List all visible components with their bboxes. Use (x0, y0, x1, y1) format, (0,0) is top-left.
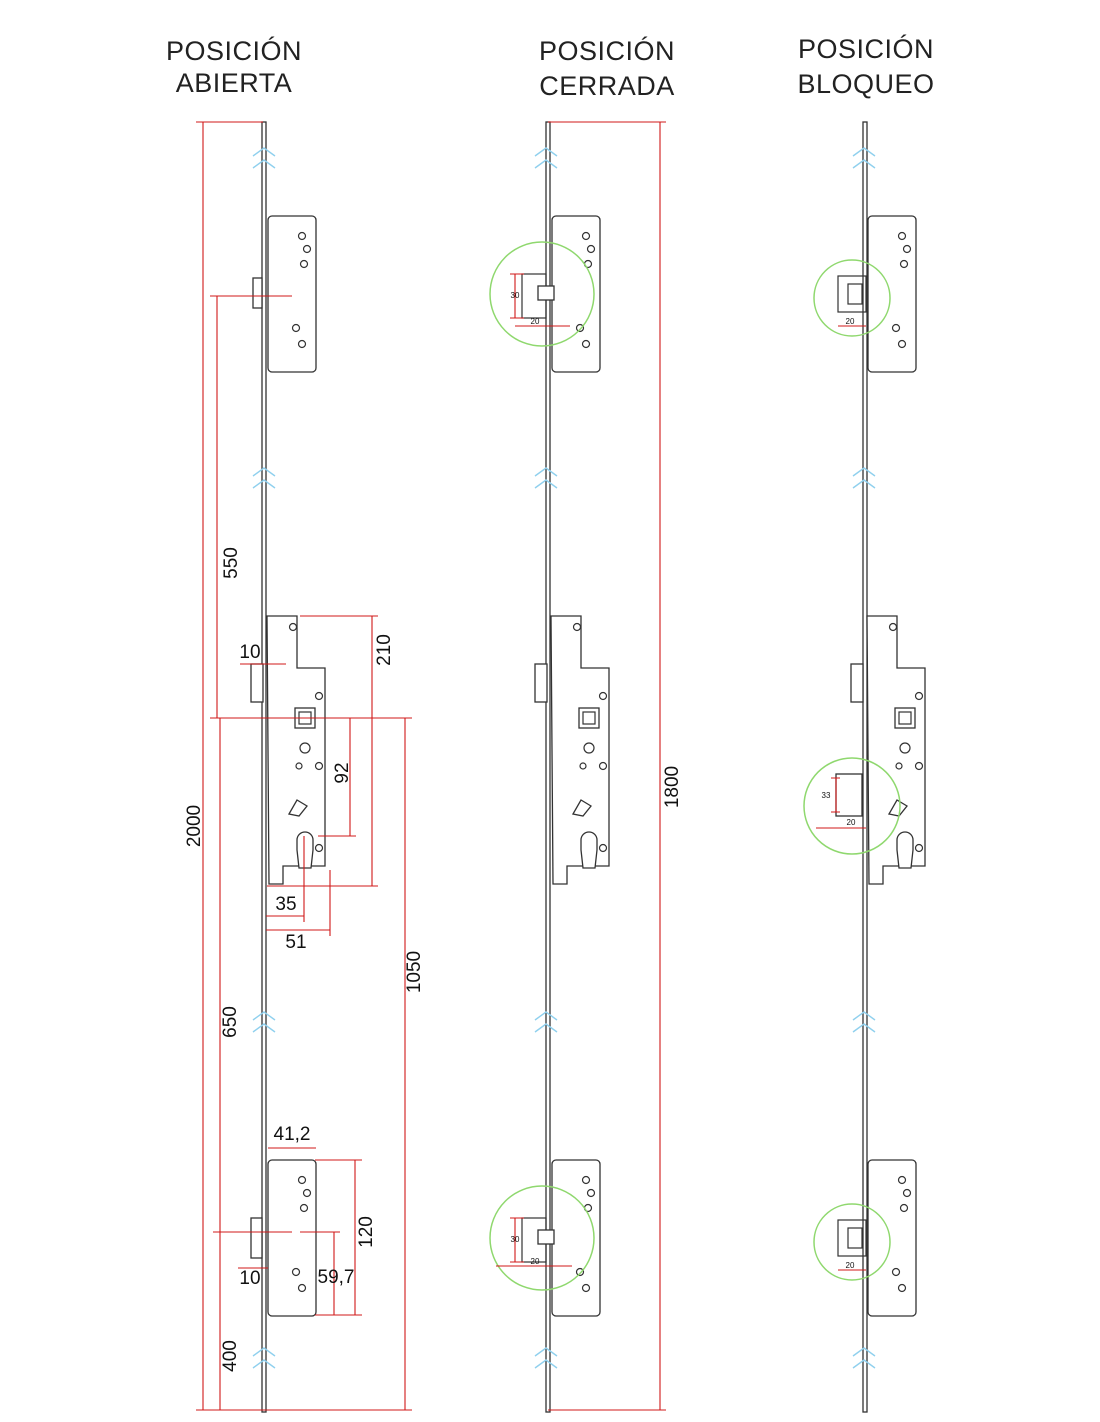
highlight-lower-locked (813, 1203, 891, 1281)
detail-closed-bottom-h: 30 (511, 1235, 520, 1244)
dim-latch-offset: 10 (239, 642, 260, 663)
dim-total-height: 2000 (184, 805, 205, 847)
main-lock-case-locked (866, 615, 926, 885)
deadbolt-locked (835, 773, 863, 817)
dim-upper-spacing: 550 (221, 547, 242, 579)
locked-dimension-lines (816, 325, 866, 1271)
detail-locked-bottom-w: 20 (846, 1261, 855, 1270)
detail-locked-mid-h: 33 (822, 791, 831, 800)
highlight-middle-locked (803, 757, 901, 855)
upper-hook-case-closed (551, 215, 601, 373)
title-locked-line1: POSICIÓN (798, 33, 934, 64)
main-latch-locked (850, 663, 864, 703)
title-closed-line2: CERRADA (539, 71, 675, 101)
lower-hook-case-closed (551, 1159, 601, 1317)
upper-hook-bolt-locked (837, 275, 867, 313)
main-lock-case-closed (550, 615, 610, 885)
dim-hook-width: 41,2 (274, 1124, 311, 1145)
main-latch-closed (534, 663, 548, 703)
lower-hook-case (267, 1159, 317, 1317)
upper-hook-bolt (252, 277, 263, 309)
dim-bottom-offset: 400 (220, 1340, 241, 1372)
dim-case-top: 210 (374, 634, 395, 666)
dim-hook-offset: 59,7 (318, 1267, 355, 1288)
dim-hook-case-height: 120 (356, 1216, 377, 1248)
faceplate-open (261, 121, 267, 1413)
locked-position-lock: 20 33 20 20 (803, 121, 926, 1413)
main-latch (250, 663, 264, 703)
title-open-line2: ABIERTA (176, 68, 293, 98)
dim-handle-height: 1050 (404, 951, 425, 993)
lower-hook-bolt-locked (837, 1219, 867, 1257)
dim-case-depth: 51 (285, 932, 306, 953)
detail-closed-top-w: 20 (531, 317, 540, 326)
highlight-lower-closed (489, 1185, 595, 1291)
open-position-lock: 2000 550 650 400 1050 210 92 10 35 51 41… (184, 121, 425, 1413)
lower-hook-case-locked (867, 1159, 917, 1317)
dim-lower-spacing: 650 (220, 1006, 241, 1038)
detail-locked-mid-w: 20 (847, 818, 856, 827)
dim-backset: 35 (275, 894, 296, 915)
title-locked-line2: BLOQUEO (797, 69, 934, 99)
detail-locked-top-w: 20 (846, 317, 855, 326)
detail-closed-bottom-w: 20 (531, 1257, 540, 1266)
dim-closed-length: 1800 (662, 766, 683, 808)
dim-hook-latch: 10 (239, 1268, 260, 1289)
title-closed-line1: POSICIÓN (539, 35, 675, 66)
title-open-line1: POSICIÓN (166, 35, 302, 66)
detail-closed-top-h: 30 (511, 291, 520, 300)
upper-hook-case (267, 215, 317, 373)
highlight-upper-closed (489, 241, 595, 347)
open-dimension-lines (196, 121, 412, 1411)
faceplate-locked (862, 121, 868, 1413)
highlight-upper-locked (813, 259, 891, 337)
closed-position-lock: 1800 30 20 30 20 (489, 121, 683, 1413)
main-lock-case (266, 615, 326, 885)
closed-dimension-lines (496, 121, 666, 1411)
lower-hook-bolt (250, 1217, 263, 1259)
dim-spindle-cylinder: 92 (332, 762, 353, 783)
upper-hook-case-locked (867, 215, 917, 373)
